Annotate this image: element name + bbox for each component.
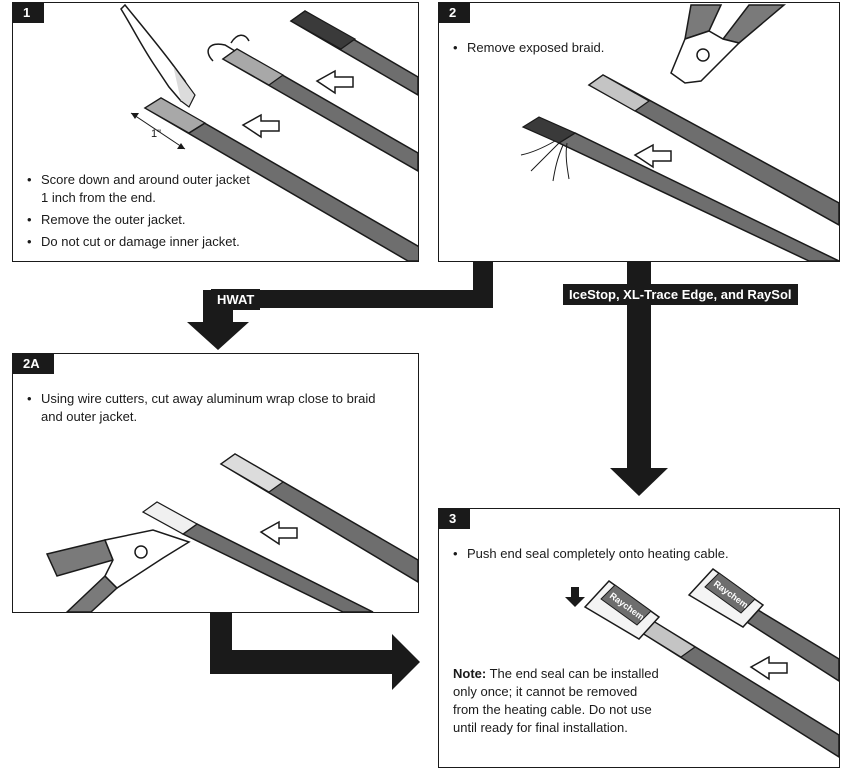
push-arrow-icon — [633, 143, 672, 169]
cable-top-graphic — [289, 10, 418, 96]
instruction-item: Score down and around outer jacket 1 inc… — [27, 171, 257, 207]
step-3-note: Note: The end seal can be installed only… — [453, 665, 663, 737]
cable-lower-graphic — [520, 116, 839, 261]
step-3-instructions: Push end seal completely onto heating ca… — [453, 545, 783, 567]
instruction-item: Remove exposed braid. — [453, 39, 683, 57]
push-arrow-icon — [315, 69, 354, 95]
cable-lower-graphic — [143, 97, 418, 261]
step-1-panel: 1" 1 Score down and around outer jacket … — [12, 2, 419, 262]
step-badge: 3 — [439, 509, 471, 529]
push-arrow-icon — [749, 655, 788, 681]
step-2a-instructions: Using wire cutters, cut away aluminum wr… — [27, 390, 387, 430]
instruction-item: Remove the outer jacket. — [27, 211, 257, 229]
step-2a-panel: 2A Using wire cutters, cut away aluminum… — [12, 353, 419, 613]
cable-lower-graphic — [141, 501, 374, 612]
wire-cutters-icon — [45, 529, 191, 612]
other-branch-label: IceStop, XL-Trace Edge, and RaySol — [563, 284, 798, 305]
step-2-instructions: Remove exposed braid. — [453, 39, 683, 61]
step-badge: 1 — [13, 3, 45, 23]
wire-cutters-icon — [670, 4, 787, 84]
step-2-panel: 2 Remove exposed braid. — [438, 2, 840, 262]
note-label: Note: — [453, 666, 487, 681]
push-down-arrow-icon — [565, 587, 585, 607]
step2a-to-step3-arrow — [210, 612, 420, 690]
instruction-item: Do not cut or damage inner jacket. — [27, 233, 257, 251]
cable-upper-graphic — [587, 74, 839, 226]
step-1-illustration: 1" — [120, 3, 418, 261]
step-badge: 2A — [13, 354, 54, 374]
cable-middle-graphic — [207, 34, 418, 172]
cable-upper-graphic — [219, 453, 418, 583]
step-2a-illustration — [45, 453, 418, 612]
instruction-item: Using wire cutters, cut away aluminum wr… — [27, 390, 387, 426]
step-1-instructions: Score down and around outer jacket 1 inc… — [27, 171, 257, 255]
other-branch-arrow — [610, 262, 668, 496]
hwat-branch-label: HWAT — [211, 289, 261, 310]
dimension-label: 1" — [151, 128, 161, 140]
step-badge: 2 — [439, 3, 471, 23]
step-3-illustration: Raychem Raychem — [565, 568, 839, 758]
note-text: The end seal can be installed only once;… — [453, 666, 659, 735]
cable-left-graphic: Raychem — [583, 580, 839, 758]
push-arrow-icon — [241, 113, 280, 139]
step-2-illustration — [520, 4, 839, 261]
step-3-panel: Raychem Raychem 3 Push end seal complete… — [438, 508, 840, 768]
hwat-branch-arrow — [187, 262, 493, 350]
push-arrow-icon — [259, 520, 298, 546]
instruction-item: Push end seal completely onto heating ca… — [453, 545, 783, 563]
